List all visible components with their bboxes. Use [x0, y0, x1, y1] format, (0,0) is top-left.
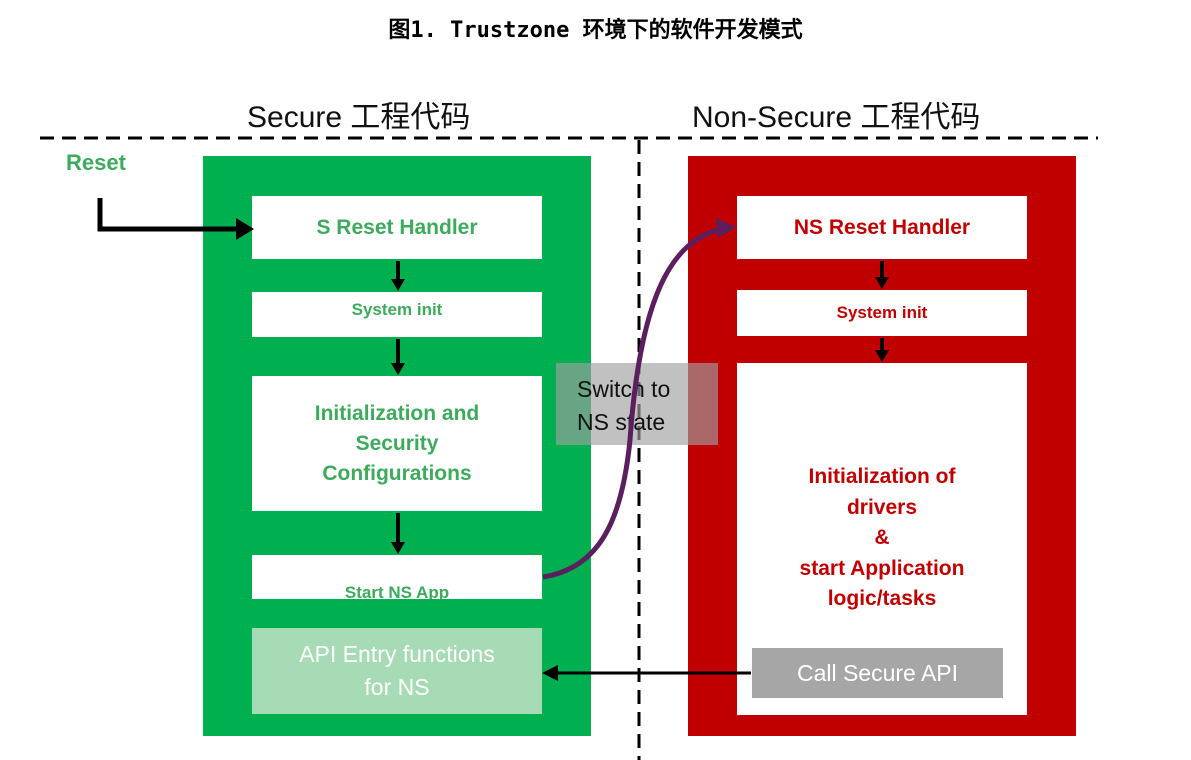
- s-system-init-label: System init: [351, 300, 443, 319]
- call-secure-api-label: Call Secure API: [796, 659, 959, 686]
- s-init-line2: Security: [355, 431, 439, 455]
- s-start-ns-label: Start NS App: [344, 583, 450, 599]
- ns-system-init-label: System init: [836, 303, 928, 322]
- ns-reset-handler-box: NS Reset Handler: [737, 196, 1027, 259]
- ns-reset-handler-label: NS Reset Handler: [793, 215, 971, 239]
- ns-init-line2: drivers: [846, 495, 918, 519]
- s-init-config-box: Initialization and Security Configuratio…: [252, 376, 542, 511]
- api-entry-box: API Entry functions for NS: [252, 628, 542, 714]
- ns-arrow-2-head: [875, 350, 889, 362]
- ns-system-init-box: System init: [737, 290, 1027, 336]
- switch-line2: NS state: [577, 409, 666, 435]
- secure-heading: Secure 工程代码: [247, 101, 471, 134]
- s-init-line3: Configurations: [322, 461, 472, 485]
- s-start-ns-box: Start NS App: [252, 555, 542, 599]
- call-secure-api-box: Call Secure API: [752, 648, 1003, 698]
- s-reset-handler-box: S Reset Handler: [252, 196, 542, 259]
- figure-title: 图1. Trustzone 环境下的软件开发模式: [388, 18, 803, 43]
- api-entry-line2: for NS: [364, 674, 430, 700]
- s-arrow-1-head: [391, 279, 405, 291]
- ns-init-line1: Initialization of: [808, 465, 956, 488]
- s-reset-handler-label: S Reset Handler: [316, 215, 478, 239]
- s-init-line1: Initialization and: [314, 401, 480, 425]
- nonsecure-heading: Non-Secure 工程代码: [692, 101, 981, 134]
- ns-init-line4: start Application: [799, 556, 965, 580]
- call-api-arrow-head: [542, 665, 558, 681]
- api-entry-line1: API Entry functions: [299, 641, 495, 667]
- s-arrow-3-head: [391, 542, 405, 554]
- ns-init-line5: logic/tasks: [827, 587, 937, 610]
- switch-curve-arrow: [542, 226, 723, 580]
- ns-arrow-1-head: [875, 277, 889, 289]
- reset-arrow-line: [97, 198, 238, 232]
- switch-curve-arrow-head: [716, 218, 736, 238]
- ns-init-line3: &: [874, 526, 890, 549]
- switch-to-ns-box: Switch to NS state: [556, 363, 718, 445]
- reset-arrow-head: [236, 218, 254, 240]
- switch-line1: Switch to: [577, 376, 671, 402]
- s-system-init-box: System init: [252, 292, 542, 337]
- reset-label: Reset: [66, 150, 126, 175]
- s-arrow-2-head: [391, 363, 405, 375]
